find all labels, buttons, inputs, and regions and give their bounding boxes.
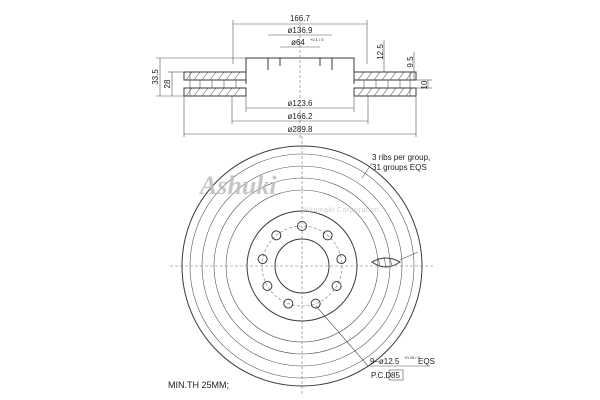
bolt-hole <box>322 230 333 241</box>
ribs-leader <box>361 162 373 179</box>
dim-inner-2: ø166.2 <box>288 112 313 121</box>
bolt-hole <box>262 281 273 291</box>
front-view <box>170 136 434 396</box>
bolt-holes <box>257 221 347 309</box>
section-hatching <box>185 71 413 97</box>
dim-hat-height: 12.5 <box>376 44 385 60</box>
watermark-brand: Ashuki <box>198 171 277 200</box>
bolt-hole <box>310 298 321 309</box>
ring-right-top <box>353 71 417 81</box>
bolt-hole <box>283 298 294 309</box>
bolt-hole <box>271 230 282 241</box>
holes-leader <box>315 305 369 367</box>
dim-width-top: 166.7 <box>290 14 311 23</box>
holes-tol: +0.25 / 0 <box>404 355 420 360</box>
dim-vent-gap: 10 <box>420 80 429 89</box>
wear-indicator <box>371 257 401 268</box>
annotations: 3 ribs per group, 31 groups EQS 9–ø12.5 … <box>168 153 435 390</box>
ring-left-bottom <box>183 87 247 97</box>
min-thickness-note: MIN.TH 25MM; <box>168 380 229 390</box>
dim-inner-1: ø123.6 <box>288 99 313 108</box>
dim-flange-thickness: 9.5 <box>406 56 415 68</box>
dim-center-bore: ø64 <box>291 38 305 47</box>
pcd-value: 85 <box>391 371 400 380</box>
hat-bore-walls <box>267 58 333 70</box>
pcd-box <box>388 369 404 381</box>
dim-total-height: 33.5 <box>151 69 160 85</box>
center-bore-walls <box>279 58 321 66</box>
ring-right-bottom <box>353 87 417 97</box>
holes-suffix: EQS <box>418 357 435 366</box>
watermark-sub: Hiromaki Corporation <box>303 207 379 214</box>
vent-ribs-left <box>189 72 237 96</box>
ribs-note-2: 31 groups EQS <box>372 163 427 172</box>
dim-outer: ø289.8 <box>288 125 313 134</box>
wear-leader <box>399 251 419 261</box>
dim-bore-outer: ø136.9 <box>288 26 313 35</box>
pcd-label: P.C.D <box>371 371 392 380</box>
vent-ribs-right <box>363 72 411 96</box>
bolt-hole <box>336 254 347 265</box>
dim-disc-thickness: 28 <box>163 79 172 88</box>
ribs-note-1: 3 ribs per group, <box>372 153 430 162</box>
section-view: 166.7 ø136.9 ø64 +0.1 / 0 12.5 9.5 10 33… <box>151 14 432 140</box>
bolt-hole <box>331 281 342 291</box>
dim-center-bore-tol: +0.1 / 0 <box>310 37 324 42</box>
wear-indicator-hatch <box>377 256 393 268</box>
watermark: Ashuki Hiromaki Corporation <box>198 171 379 214</box>
ring-left-top <box>183 71 247 81</box>
holes-note: 9–ø12.5 <box>370 357 400 366</box>
bolt-hole <box>257 254 268 265</box>
